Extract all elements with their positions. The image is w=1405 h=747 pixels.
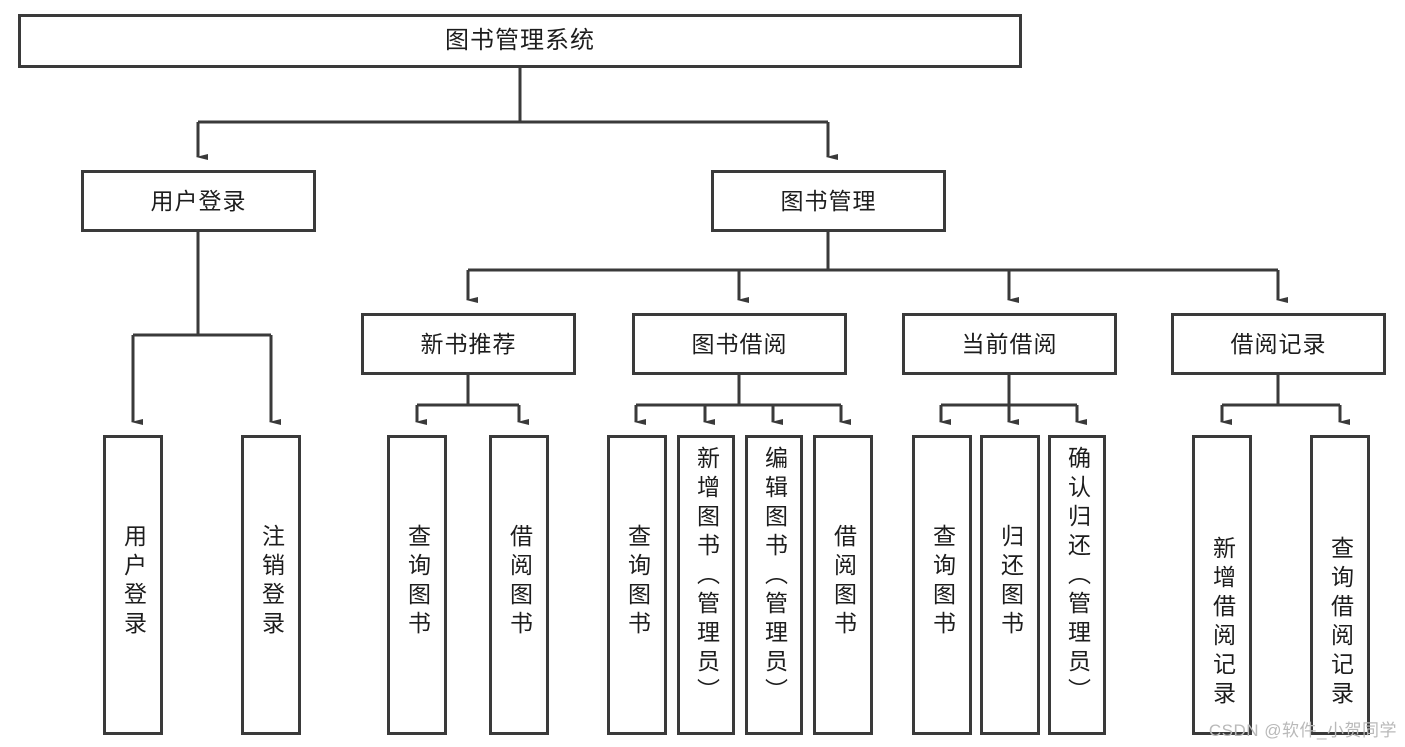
node-label: 用户登录 bbox=[120, 524, 147, 640]
leaf-confirm-return-admin[interactable]: 确认归还（管理员） bbox=[1048, 435, 1106, 735]
node-new-book-recommend[interactable]: 新书推荐 bbox=[361, 313, 576, 375]
leaf-edit-book-admin[interactable]: 编辑图书（管理员） bbox=[745, 435, 803, 735]
node-label: 查询图书 bbox=[404, 524, 431, 640]
node-current-borrow[interactable]: 当前借阅 bbox=[902, 313, 1117, 375]
leaf-return-book[interactable]: 归还图书 bbox=[980, 435, 1040, 735]
node-label: 当前借阅 bbox=[961, 330, 1058, 357]
node-label: 借阅记录 bbox=[1230, 330, 1327, 357]
node-label: 确认归还（管理员） bbox=[1064, 446, 1091, 707]
node-book-management[interactable]: 图书管理 bbox=[711, 170, 946, 232]
node-label: 查询图书 bbox=[929, 524, 956, 640]
node-label: 图书借阅 bbox=[691, 330, 788, 357]
node-label: 新增借阅记录 bbox=[1209, 536, 1236, 710]
node-label: 借阅图书 bbox=[506, 524, 533, 640]
leaf-borrow-book-recommend[interactable]: 借阅图书 bbox=[489, 435, 549, 735]
leaf-query-borrow-record[interactable]: 查询借阅记录 bbox=[1310, 435, 1370, 735]
node-label: 图书管理系统 bbox=[445, 27, 595, 55]
node-label: 查询图书 bbox=[624, 524, 651, 640]
node-label: 注销登录 bbox=[258, 524, 285, 640]
leaf-query-book-current[interactable]: 查询图书 bbox=[912, 435, 972, 735]
node-label: 新增图书（管理员） bbox=[693, 446, 720, 707]
leaf-query-book-borrow[interactable]: 查询图书 bbox=[607, 435, 667, 735]
node-label: 查询借阅记录 bbox=[1327, 536, 1354, 710]
node-borrow-record[interactable]: 借阅记录 bbox=[1171, 313, 1386, 375]
node-book-borrow[interactable]: 图书借阅 bbox=[632, 313, 847, 375]
node-label: 借阅图书 bbox=[830, 524, 857, 640]
node-label: 图书管理 bbox=[780, 187, 877, 214]
watermark: CSDN @软件_小贺同学 bbox=[1208, 721, 1397, 740]
node-root-system[interactable]: 图书管理系统 bbox=[18, 14, 1022, 68]
node-label: 归还图书 bbox=[997, 524, 1024, 640]
leaf-add-book-admin[interactable]: 新增图书（管理员） bbox=[677, 435, 735, 735]
node-label: 编辑图书（管理员） bbox=[761, 446, 788, 707]
node-label: 用户登录 bbox=[150, 187, 247, 214]
node-label: 新书推荐 bbox=[420, 330, 517, 357]
node-user-login[interactable]: 用户登录 bbox=[81, 170, 316, 232]
leaf-add-borrow-record[interactable]: 新增借阅记录 bbox=[1192, 435, 1252, 735]
leaf-user-login[interactable]: 用户登录 bbox=[103, 435, 163, 735]
leaf-query-book-recommend[interactable]: 查询图书 bbox=[387, 435, 447, 735]
leaf-logout[interactable]: 注销登录 bbox=[241, 435, 301, 735]
leaf-borrow-book[interactable]: 借阅图书 bbox=[813, 435, 873, 735]
